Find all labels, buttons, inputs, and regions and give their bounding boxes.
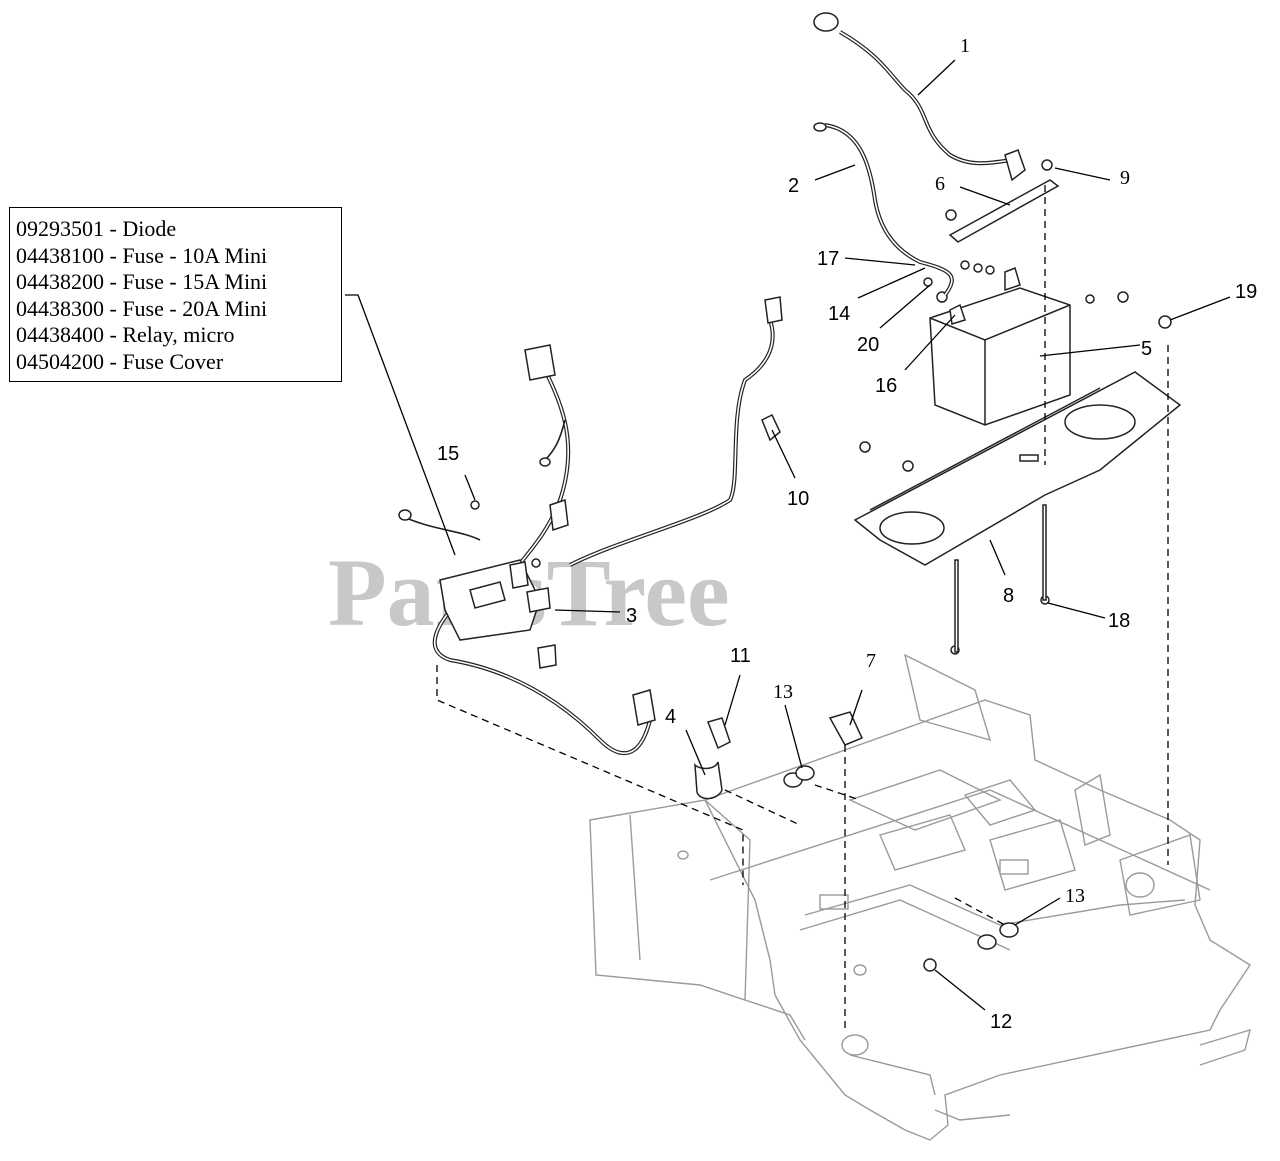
leader-lines: [345, 59, 1231, 1011]
callout-10: 10: [787, 488, 809, 510]
callout-13-lower: 13: [1065, 885, 1085, 907]
hardware: [470, 159, 1172, 972]
clip-11: [707, 717, 731, 750]
legend-line: 04438200 - Fuse - 15A Mini: [16, 269, 268, 294]
legend-line: 04438400 - Relay, micro: [16, 322, 235, 347]
callout-15: 15: [437, 443, 459, 465]
callout-18: 18: [1108, 610, 1130, 632]
rod-left: [954, 559, 959, 653]
callout-16: 16: [875, 375, 897, 397]
legend-line: 04438100 - Fuse - 10A Mini: [16, 242, 268, 268]
battery: [929, 266, 1071, 426]
callout-19: 19: [1235, 281, 1257, 303]
legend-line: 09293501 - Diode: [16, 216, 177, 241]
grommets-13-lower: [977, 922, 1019, 950]
callout-8: 8: [1003, 585, 1014, 607]
battery-cable-1: [813, 12, 1026, 182]
rod-right: [1042, 504, 1047, 601]
legend-line: 04504200 - Fuse Cover: [16, 348, 224, 374]
callout-5: 5: [1141, 338, 1152, 360]
clamp-10: [761, 413, 781, 442]
battery-tray: [853, 371, 1182, 566]
parts-legend: 09293501 - Diode 04438100 - Fuse - 10A M…: [9, 207, 342, 382]
hold-down-strap: [948, 179, 1060, 243]
callout-12: 12: [990, 1011, 1012, 1033]
callout-3: 3: [626, 605, 637, 627]
wiring-harness: [398, 296, 783, 756]
clip-4: [694, 761, 723, 800]
callout-1: 1: [960, 35, 970, 57]
callout-6: 6: [935, 173, 945, 195]
grommets-13-upper: [783, 765, 815, 788]
callout-2: 2: [788, 175, 799, 197]
callout-14: 14: [828, 303, 850, 325]
legend-line: 04438300 - Fuse - 20A Mini: [16, 295, 268, 321]
switch-7: [828, 711, 864, 746]
assembly-lines: [436, 185, 1169, 1030]
callout-4: 4: [665, 706, 676, 728]
callout-11: 11: [730, 645, 751, 667]
callout-13-upper: 13: [773, 681, 793, 703]
battery-cable-2: [813, 122, 954, 297]
callout-17: 17: [817, 248, 839, 270]
callout-7: 7: [866, 650, 876, 672]
chassis-frame: [589, 653, 1251, 1141]
callout-9: 9: [1120, 167, 1130, 189]
callout-20: 20: [857, 334, 879, 356]
